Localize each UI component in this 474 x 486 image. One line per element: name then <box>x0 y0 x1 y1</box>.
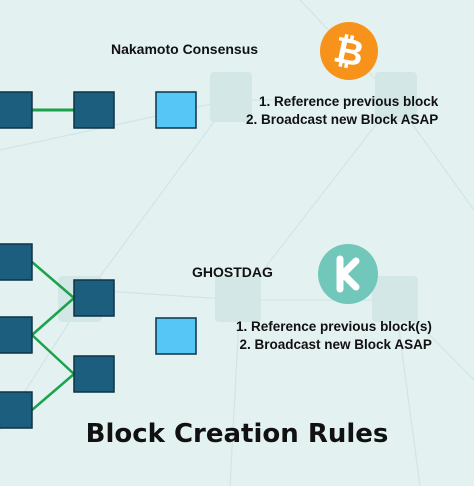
existing-block <box>0 391 33 429</box>
new-block <box>155 317 197 355</box>
existing-block <box>0 91 33 129</box>
ghostdag-rules-list: 1. Reference previous block(s) 2. Broadc… <box>236 318 432 354</box>
nakamoto-diagram <box>0 91 197 129</box>
dag-edge <box>31 297 75 336</box>
page-title: Block Creation Rules <box>85 419 389 449</box>
nakamoto-consensus-title: Nakamoto Consensus <box>111 41 259 57</box>
existing-block <box>0 243 33 281</box>
ghostdag-title: GHOSTDAG <box>192 264 273 280</box>
existing-block <box>73 279 115 317</box>
ghostdag-diagram <box>0 243 197 429</box>
nakamoto-rule-1: 1. Reference previous block <box>258 94 439 109</box>
existing-block <box>0 316 33 354</box>
new-block <box>155 91 197 129</box>
ghostdag-rule-2: 2. Broadcast new Block ASAP <box>239 337 432 352</box>
kaspa-logo-icon <box>318 244 378 304</box>
bitcoin-logo-icon: ₿ <box>320 22 378 80</box>
dag-edge <box>31 261 75 299</box>
dag-edge <box>31 334 75 375</box>
dag-edge <box>31 373 75 411</box>
nakamoto-rule-2: 2. Broadcast new Block ASAP <box>246 112 439 127</box>
existing-block <box>73 91 115 129</box>
ghostdag-rule-1: 1. Reference previous block(s) <box>236 319 432 334</box>
existing-block <box>73 355 115 393</box>
nakamoto-rules-list: 1. Reference previous block 2. Broadcast… <box>246 93 438 129</box>
